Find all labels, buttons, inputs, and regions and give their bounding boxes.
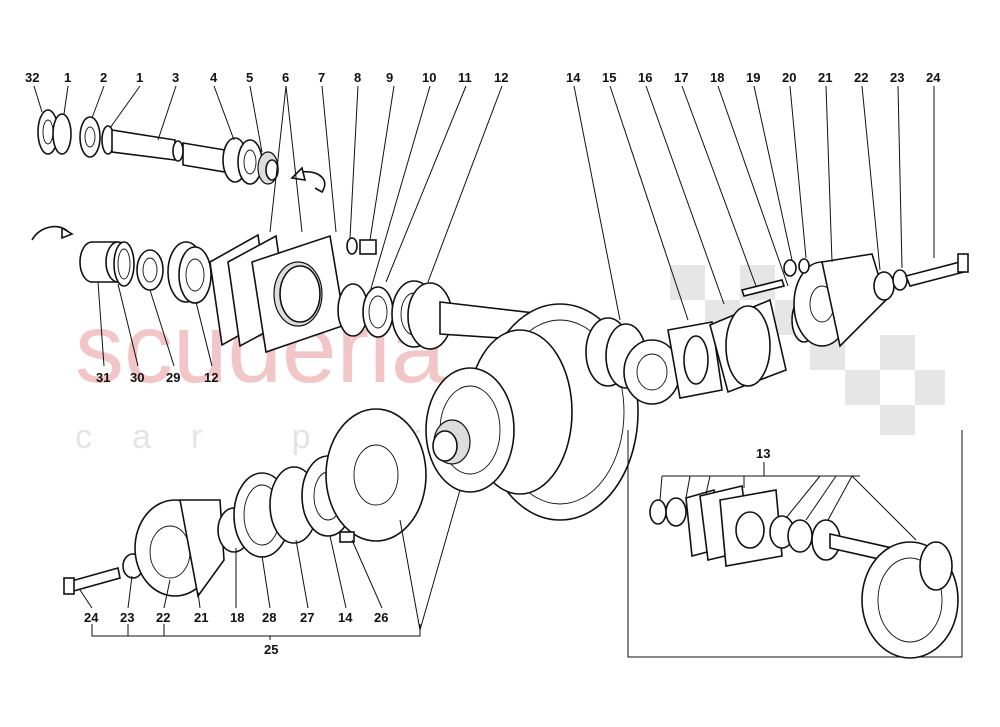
- callout-label: 15: [602, 70, 616, 85]
- inset-callout-label: 13: [756, 446, 770, 461]
- callout-label: 24: [84, 610, 99, 625]
- top-left-shaft-assembly: [37, 109, 326, 194]
- callout-label: 32: [25, 70, 39, 85]
- callout-label: 16: [638, 70, 652, 85]
- callout-label: 12: [204, 370, 218, 385]
- callout-label: 7: [318, 70, 325, 85]
- callout-label: 10: [422, 70, 436, 85]
- callout-label: 27: [300, 610, 314, 625]
- callout-label: 5: [246, 70, 253, 85]
- callout-label: 22: [854, 70, 868, 85]
- callout-label: 1: [136, 70, 143, 85]
- callout-label: 23: [120, 610, 134, 625]
- callout-label: 12: [494, 70, 508, 85]
- callout-label: 14: [338, 610, 353, 625]
- callout-label: 28: [262, 610, 276, 625]
- callout-label: 29: [166, 370, 180, 385]
- callout-label: 18: [230, 610, 244, 625]
- callout-group-label: 25: [264, 642, 278, 657]
- callout-label: 2: [100, 70, 107, 85]
- callout-label: 18: [710, 70, 724, 85]
- callout-label: 31: [96, 370, 110, 385]
- callout-label: 14: [566, 70, 581, 85]
- callout-label: 30: [130, 370, 144, 385]
- callout-label: 1: [64, 70, 71, 85]
- callout-label: 26: [374, 610, 388, 625]
- inset-box: [627, 430, 963, 659]
- callout-label: 23: [890, 70, 904, 85]
- leader-lines: [33, 85, 935, 640]
- ring-gear-differential: [425, 303, 647, 521]
- callout-label: 20: [782, 70, 796, 85]
- callout-label: 6: [282, 70, 289, 85]
- callout-label: 19: [746, 70, 760, 85]
- callout-label: 3: [172, 70, 179, 85]
- callout-label: 8: [354, 70, 361, 85]
- callout-labels: 32 1 2 1 3 4 5 6 7 8 9 10 11 12 14 15 16…: [25, 70, 941, 657]
- callout-label: 21: [818, 70, 832, 85]
- callout-label: 9: [386, 70, 393, 85]
- callout-label: 24: [926, 70, 941, 85]
- callout-label: 21: [194, 610, 208, 625]
- callout-label: 11: [458, 70, 472, 85]
- callout-label: 4: [210, 70, 218, 85]
- callout-label: 17: [674, 70, 688, 85]
- bottom-side-assembly: [63, 408, 427, 598]
- callout-label: 22: [156, 610, 170, 625]
- inset-assembly: [649, 485, 959, 659]
- top-right-housing-assembly: [623, 253, 969, 405]
